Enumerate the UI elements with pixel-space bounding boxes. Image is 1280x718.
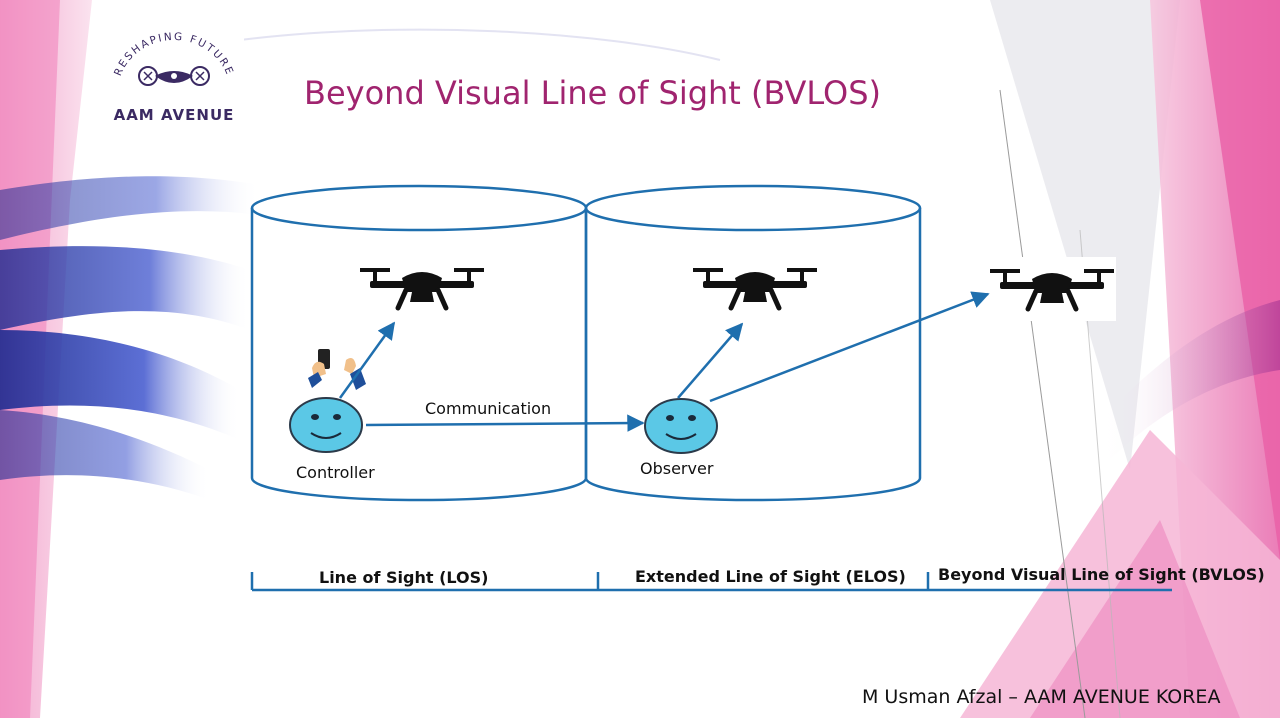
- hands-with-phone-icon: [308, 349, 366, 390]
- drone-logo-icon: [138, 66, 210, 86]
- drone-icon: [693, 268, 817, 308]
- elos-zone-cylinder: [584, 184, 922, 502]
- logo-name: AAM AVENUE: [113, 106, 235, 124]
- zone-label-los: Line of Sight (LOS): [319, 568, 489, 587]
- smiley-face-icon: [289, 397, 363, 453]
- smiley-face-icon: [644, 398, 718, 454]
- slide-title: Beyond Visual Line of Sight (BVLOS): [304, 74, 882, 112]
- observer-label: Observer: [640, 459, 714, 478]
- company-logo: RESHAPING FUTURE AAM AVENUE: [104, 24, 244, 124]
- communication-arrow: [365, 414, 645, 432]
- drone-icon: [360, 268, 484, 308]
- slide-footer: M Usman Afzal – AAM AVENUE KOREA: [862, 686, 1221, 708]
- communication-label: Communication: [425, 399, 552, 418]
- zone-label-elos: Extended Line of Sight (ELOS): [635, 567, 906, 586]
- controller-to-drone-arrow: [338, 321, 396, 399]
- controller-label: Controller: [296, 463, 375, 482]
- zone-label-bvlos: Beyond Visual Line of Sight (BVLOS): [938, 565, 1265, 584]
- los-zone-cylinder: [250, 184, 588, 502]
- observer-to-drone-arrow: [677, 322, 744, 399]
- zone-scale-bar: [250, 572, 1172, 592]
- observer-to-bvlos-drone-arrow: [709, 291, 990, 403]
